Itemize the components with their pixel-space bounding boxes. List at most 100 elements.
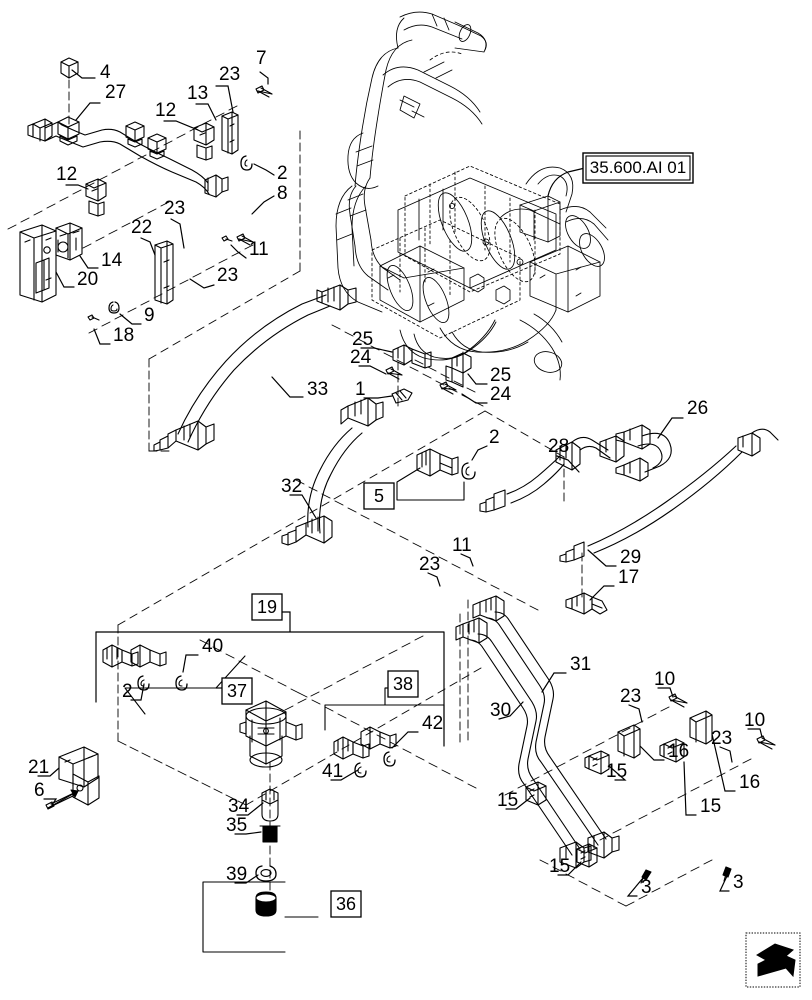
callout-11-b: 11 bbox=[452, 535, 472, 556]
callout-12-a: 12 bbox=[155, 100, 176, 121]
part-36-cap bbox=[255, 891, 277, 917]
part-6-bolt bbox=[45, 789, 79, 810]
callout-13: 13 bbox=[187, 83, 208, 104]
part-group-5-fitting bbox=[396, 448, 476, 501]
callout-18: 18 bbox=[113, 325, 134, 346]
callout-15-c: 15 bbox=[700, 796, 721, 817]
bracket-group-left bbox=[19, 85, 273, 321]
part-21-bracket bbox=[58, 746, 100, 806]
part-2-oring-upper bbox=[240, 155, 253, 171]
callout-40: 40 bbox=[202, 636, 223, 657]
callout-numbers: 4 27 23 7 13 12 2 8 12 23 22 11 14 23 20… bbox=[28, 48, 765, 898]
tube-fitting-nuts bbox=[125, 121, 167, 160]
callout-33: 33 bbox=[307, 379, 328, 400]
callout-42: 42 bbox=[422, 713, 443, 734]
group-box-36: 36 bbox=[330, 890, 362, 918]
callout-23-a: 23 bbox=[219, 64, 240, 85]
callout-26: 26 bbox=[687, 398, 708, 419]
callout-2-a: 2 bbox=[277, 163, 288, 184]
callout-41: 41 bbox=[322, 761, 343, 782]
group-box-5: 5 bbox=[363, 482, 395, 510]
callout-3-a: 3 bbox=[641, 877, 652, 898]
central-valve-block bbox=[202, 700, 319, 953]
group-box-37: 37 bbox=[216, 677, 253, 705]
callout-23-e: 23 bbox=[620, 686, 641, 707]
group-box-38: 38 bbox=[385, 670, 419, 698]
callout-32: 32 bbox=[281, 476, 302, 497]
callout-8: 8 bbox=[277, 183, 288, 204]
clamps-and-brackets bbox=[525, 693, 776, 884]
callout-23-d: 23 bbox=[419, 554, 440, 575]
part-13-bracket bbox=[221, 111, 239, 155]
part-34-fitting bbox=[261, 788, 279, 822]
callout-21: 21 bbox=[28, 757, 49, 778]
valve-assembly-phantom bbox=[335, 11, 609, 381]
part-29-hose bbox=[559, 428, 779, 563]
callout-2-c: 2 bbox=[122, 681, 133, 702]
part-27-nut bbox=[57, 116, 80, 146]
callout-11-a: 11 bbox=[249, 239, 269, 260]
part-group-38 bbox=[324, 687, 445, 778]
callout-34: 34 bbox=[228, 796, 250, 817]
group-box-19-label: 19 bbox=[257, 597, 277, 617]
callout-23-b: 23 bbox=[164, 198, 185, 219]
callout-leader-lines bbox=[37, 69, 763, 897]
callout-31: 31 bbox=[570, 654, 591, 675]
callout-16-b: 16 bbox=[739, 772, 760, 793]
part-26-u-tube bbox=[615, 424, 672, 482]
callout-2-b: 2 bbox=[489, 427, 500, 448]
valve-port-fittings bbox=[385, 344, 472, 404]
callout-17: 17 bbox=[618, 567, 639, 588]
callout-9: 9 bbox=[144, 305, 155, 326]
callout-15-b: 15 bbox=[497, 790, 518, 811]
group-box-5-label: 5 bbox=[374, 486, 384, 506]
callout-15-a: 15 bbox=[606, 761, 627, 782]
part-11-screw bbox=[221, 235, 233, 242]
callout-1: 1 bbox=[355, 379, 366, 400]
part-22-bracket bbox=[154, 240, 174, 305]
reference-box-35600AI01: 35.600.AI 01 bbox=[582, 152, 694, 184]
callout-12-b: 12 bbox=[56, 164, 77, 185]
part-17-fitting bbox=[565, 592, 608, 615]
group-number-boxes: 5 19 37 38 36 bbox=[216, 482, 419, 918]
construction-center-lines bbox=[7, 105, 752, 915]
part-20-plate bbox=[19, 224, 57, 303]
callout-10-a: 10 bbox=[654, 669, 675, 690]
part-39-washer bbox=[255, 865, 277, 882]
callout-3-b: 3 bbox=[733, 872, 744, 893]
reference-leader-line bbox=[547, 167, 586, 197]
callout-23-f: 23 bbox=[711, 728, 732, 749]
direction-arrow-icon bbox=[745, 932, 801, 988]
part-28-hose bbox=[479, 435, 625, 513]
callout-29: 29 bbox=[620, 547, 641, 568]
group-box-37-label: 37 bbox=[227, 681, 247, 701]
part-4-nut bbox=[60, 57, 79, 79]
callout-15-d: 15 bbox=[549, 856, 570, 877]
callout-23-c: 23 bbox=[217, 265, 238, 286]
part-32-hose bbox=[281, 397, 384, 546]
callout-14: 14 bbox=[101, 250, 123, 271]
part-18-screw bbox=[87, 314, 100, 321]
callout-16-a: 16 bbox=[668, 741, 689, 762]
callout-27: 27 bbox=[105, 82, 126, 103]
group-box-38-label: 38 bbox=[393, 674, 413, 694]
part-14-block bbox=[55, 222, 83, 261]
callout-7: 7 bbox=[256, 48, 267, 69]
callout-24-a: 24 bbox=[350, 347, 372, 368]
group-box-36-label: 36 bbox=[336, 894, 356, 914]
reference-box-label: 35.600.AI 01 bbox=[590, 158, 686, 177]
callout-4: 4 bbox=[100, 62, 111, 83]
callout-20: 20 bbox=[77, 269, 98, 290]
part-35-seal bbox=[259, 825, 281, 843]
part-9-washer bbox=[108, 301, 120, 314]
callout-22: 22 bbox=[131, 217, 152, 238]
callout-6: 6 bbox=[34, 780, 45, 801]
callout-25-b: 25 bbox=[490, 365, 511, 386]
callout-25-a: 25 bbox=[352, 329, 373, 350]
part-group-37 bbox=[102, 644, 246, 715]
group-box-19: 19 bbox=[251, 593, 291, 632]
part-7-screw bbox=[255, 85, 273, 98]
part-33-hose bbox=[153, 284, 357, 452]
